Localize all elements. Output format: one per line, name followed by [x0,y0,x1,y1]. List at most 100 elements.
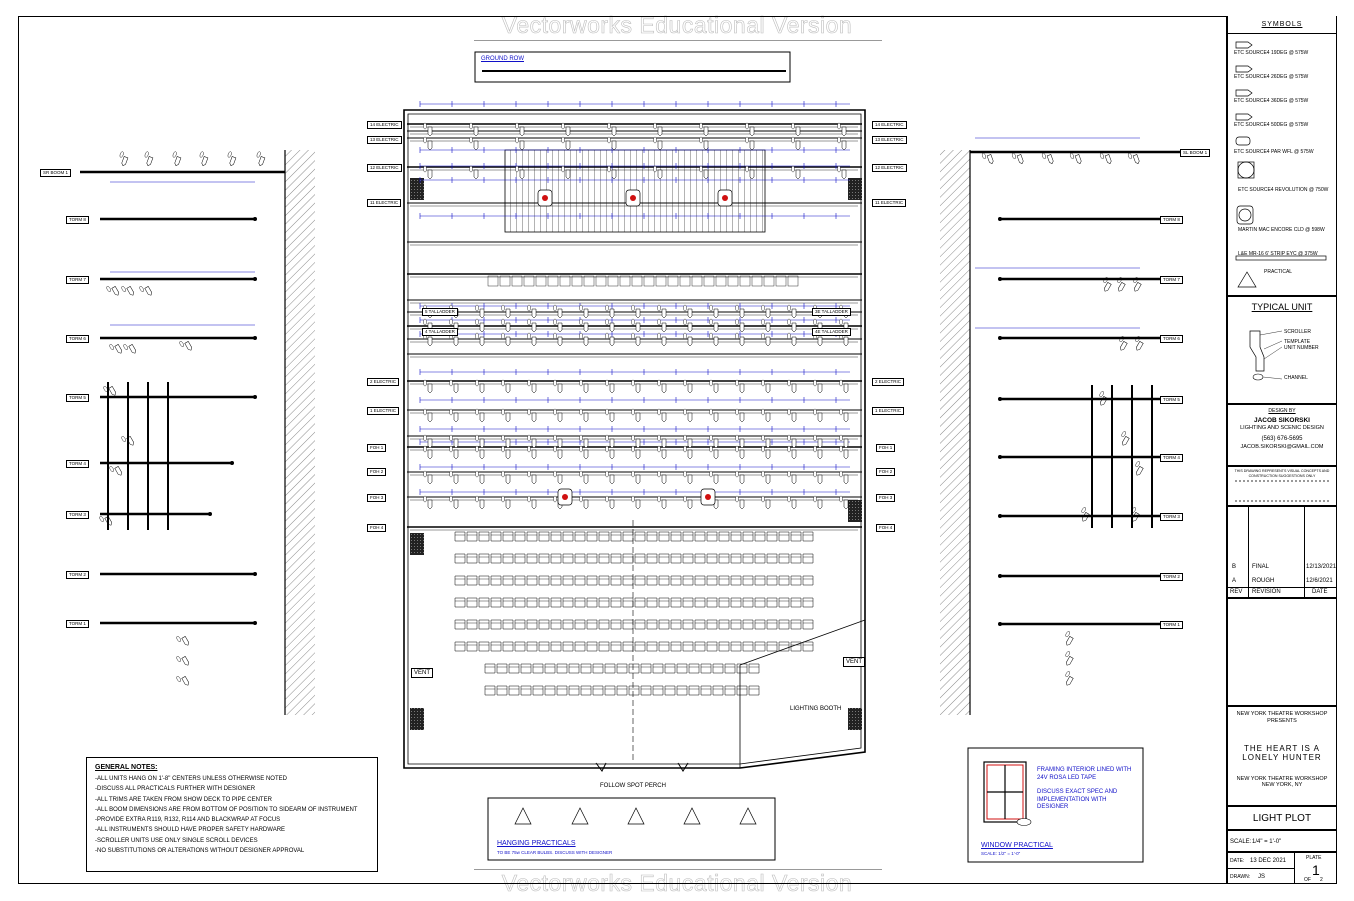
instrument [579,470,589,485]
seat [718,641,730,652]
hanging-practicals-title: HANGING PRACTICALS [497,840,576,847]
instrument-body [661,499,667,510]
seat [676,663,688,674]
instrument [605,304,615,319]
instrument [579,379,589,394]
seat [490,531,502,542]
seat [598,553,610,564]
lighting-booth-label: LIGHTING BOOTH [790,706,842,712]
production-title-2: LONELY HUNTER [1242,753,1322,762]
channel-tag [631,434,635,442]
instrument [1065,651,1074,666]
instrument-body [427,383,433,394]
note-line: -ALL BOOM DIMENSIONS ARE FROM BOTTOM OF … [95,806,358,813]
channel-tag [423,318,427,326]
instrument-body [843,383,849,394]
channel-tag [449,495,453,503]
instrument [787,379,797,394]
low-electric-label-right: 2 ELECTRIC [872,378,905,386]
instrument-body [609,499,615,510]
instrument [199,151,209,166]
seat [466,641,478,652]
channel-tag [607,165,611,173]
torm-label-right: TORM 5 [1160,396,1183,404]
electric-label-right: 14 ELECTRIC [872,121,907,129]
instrument [787,332,797,347]
seat [622,553,634,564]
channel-tag [605,470,609,478]
seat [454,597,466,608]
instrument-body [583,308,589,319]
seat [754,553,766,564]
channel-tag [449,379,453,387]
instrument-body [453,336,459,347]
instrument [579,445,589,460]
instrument-body [557,438,563,449]
instrument-body [1119,341,1128,351]
torm-end [253,621,257,625]
seat [688,663,700,674]
seat [712,663,724,674]
channel-tag [561,122,565,130]
channel-tag [709,379,713,387]
seat [634,531,646,542]
instrument [653,136,663,151]
instrument-body [519,126,525,137]
instrument [657,304,667,319]
instrument-body [557,383,563,394]
instrument [699,136,709,151]
channel-tag [839,379,843,387]
instrument [657,332,667,347]
torm-end [998,455,1002,459]
channel-tag [813,408,817,416]
channel-tag [475,434,479,442]
channel-tag [423,408,427,416]
instrument-body [565,140,571,151]
instrument-body [687,474,693,485]
production-title-1: THE HEART IS A [1244,744,1320,753]
instrument [657,434,667,449]
instrument [475,304,485,319]
instrument [657,318,667,333]
instrument [605,445,615,460]
note-line: -ALL UNITS HANG ON 1'-8" CENTERS UNLESS … [95,776,287,782]
instrument [527,445,537,460]
channel-tag [787,434,791,442]
sheet-date: 13 DEC 2021 [1250,858,1287,864]
seat [562,553,574,564]
seat [538,531,550,542]
instrument [501,408,511,423]
instrument-body [229,156,237,166]
note-line: -ALL TRIMS ARE TAKEN FROM SHOW DECK TO P… [95,796,272,803]
seat [658,531,670,542]
instrument [449,495,459,510]
channel-tag [1069,152,1074,160]
seat [478,597,490,608]
instrument [761,408,771,423]
channel-tag [139,286,144,292]
instrument-body [841,140,847,151]
instrument-body [791,438,797,449]
channel-tag [501,434,505,442]
channel-tag [709,332,713,340]
instrument-body [114,466,123,476]
seat [616,663,628,674]
seat [550,597,562,608]
seat [688,685,700,696]
seat [724,685,736,696]
seat [694,597,706,608]
seat [490,553,502,564]
note-line: -PROVIDE EXTRA R119, R132, R114 AND BLAC… [95,817,281,824]
instrument-body [791,474,797,485]
seat [766,575,778,586]
seat [658,641,670,652]
instrument [561,122,571,137]
instrument-body [174,156,182,166]
instrument-body [687,412,693,423]
instrument [631,434,641,449]
channel-tag [813,379,817,387]
channel-tag [657,332,661,340]
instrument [607,122,617,137]
instrument-body [128,344,137,354]
instrument [657,470,667,485]
